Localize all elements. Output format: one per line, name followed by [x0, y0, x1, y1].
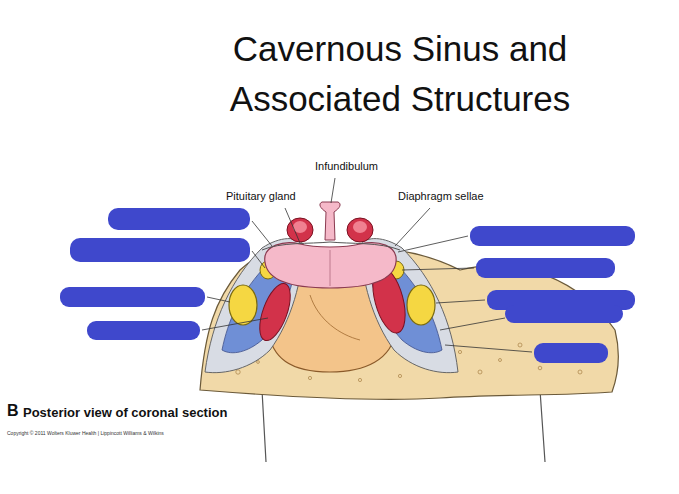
slide-title: Cavernous Sinus and Associated Structure… [190, 24, 610, 124]
structure-label: Diaphragm sellae [398, 190, 484, 202]
structure-label: Infundibulum [315, 160, 378, 172]
figure-caption: Posterior view of coronal section [23, 405, 227, 420]
figure-letter: B [7, 402, 19, 420]
structure-label: Pituitary gland [226, 190, 296, 202]
copyright-note: Copyright © 2011 Wolters Kluwer Health |… [7, 430, 164, 436]
